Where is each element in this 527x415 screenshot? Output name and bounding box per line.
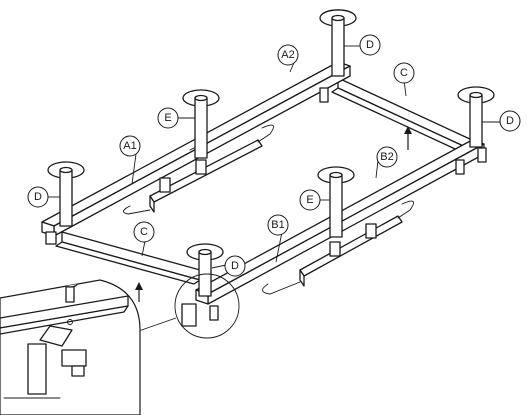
lift-arrow-back [404, 126, 412, 150]
svg-text:C: C [140, 226, 148, 238]
callout-c-back: C [393, 62, 415, 84]
side-rail-c-front [55, 231, 201, 285]
svg-text:E: E [306, 194, 313, 206]
svg-text:B2: B2 [380, 151, 393, 163]
callout-d-top: D [359, 34, 381, 56]
callout-e-right: E [299, 189, 321, 211]
post-e-left [182, 89, 220, 159]
callout-b2: B2 [376, 146, 398, 168]
lift-arrow-front [135, 282, 143, 302]
callout-a1: A1 [119, 135, 141, 157]
callout-b1: B1 [267, 214, 289, 236]
post-e-right [317, 166, 355, 238]
svg-text:E: E [164, 112, 171, 124]
detail-zoom [0, 273, 240, 415]
svg-text:D: D [506, 115, 514, 127]
callout-e-left: E [157, 107, 179, 129]
callout-d-right: D [499, 110, 521, 132]
svg-text:A2: A2 [281, 49, 294, 61]
post-d-right [455, 86, 495, 175]
bracket-rail-a [123, 124, 275, 215]
svg-text:B1: B1 [271, 219, 284, 231]
leader-lines [48, 45, 500, 269]
svg-text:D: D [366, 39, 374, 51]
svg-text:C: C [400, 67, 408, 79]
bracket-rail-b [262, 200, 415, 295]
svg-text:D: D [231, 260, 239, 272]
side-rail-c-back [331, 77, 473, 155]
callout-a2: A2 [277, 44, 299, 66]
svg-text:A1: A1 [123, 140, 136, 152]
callout-c-front: C [133, 221, 155, 243]
post-d-top [319, 9, 357, 103]
callout-d-front: D [224, 255, 246, 277]
post-d-left [45, 161, 85, 245]
svg-text:D: D [34, 191, 42, 203]
post-d-front [181, 243, 224, 327]
callout-d-left: D [27, 186, 49, 208]
